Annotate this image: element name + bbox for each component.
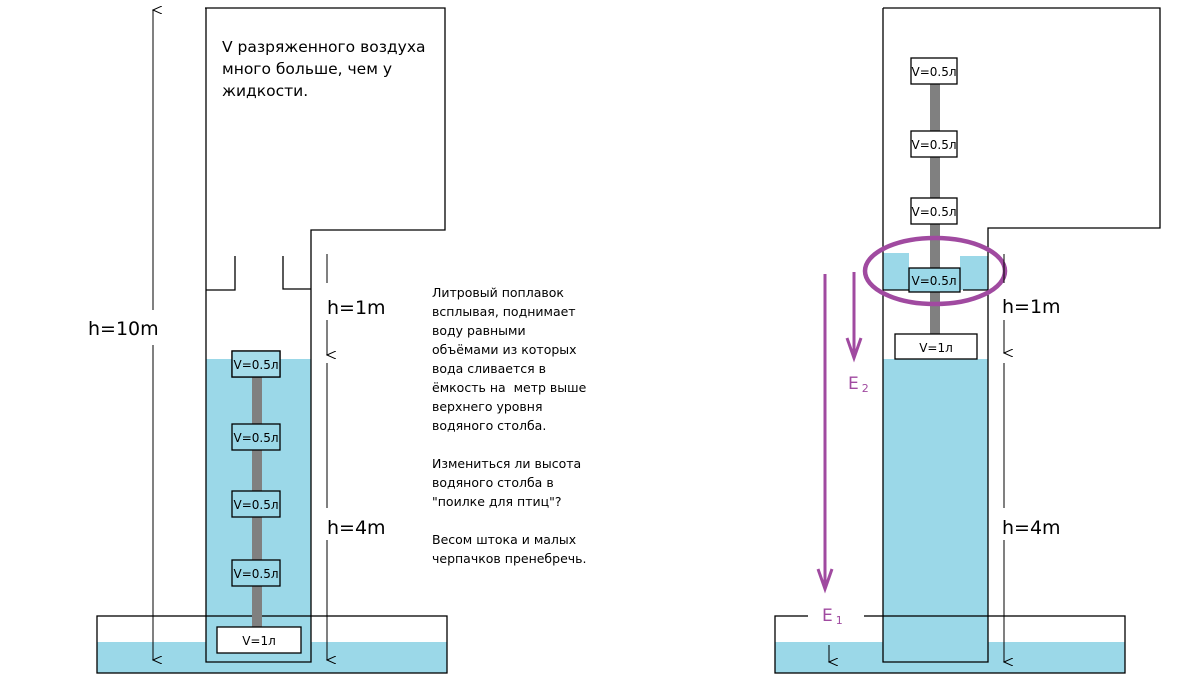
right-float: [894, 333, 978, 360]
highlight-ellipse: [862, 235, 1008, 307]
left-cup-label: V=0.5л: [233, 498, 278, 512]
right-vessel: [882, 7, 1161, 663]
height-label-10m: h=10m: [88, 318, 159, 340]
text-line: воду равными: [432, 323, 526, 338]
left-cup-2-bg: [232, 424, 280, 450]
text-line: Измениться ли высота: [432, 456, 582, 471]
energy-letter: E: [848, 374, 859, 394]
energy-letter: E: [822, 606, 833, 626]
left-apparatus: V=0.5л V=0.5л V=0.5л V=0.5л V=1л h=10m h…: [88, 7, 448, 674]
height-label-4m: h=4m: [327, 517, 386, 539]
height-label-4m-right: h=4m: [1002, 517, 1061, 539]
right-cup-2: [910, 130, 958, 158]
text-line: ёмкость на метр выше: [432, 380, 587, 395]
left-cup-1-border: [231, 350, 281, 378]
right-float-label: V=1л: [919, 341, 953, 355]
left-cup-3-bg: [232, 491, 280, 517]
left-vessel: [205, 7, 446, 663]
right-cup-4: [908, 267, 961, 293]
left-tank: [96, 615, 448, 674]
right-cup-label: V=0.5л: [911, 65, 956, 79]
text-line: Весом штока и малых: [432, 532, 577, 547]
text-line: водяного столба в: [432, 475, 554, 490]
height-label-1m: h=1m: [327, 297, 386, 319]
right-cup-4-bg: [909, 268, 960, 292]
right-cup-3: [910, 197, 958, 225]
left-cup-label: V=0.5л: [233, 358, 278, 372]
left-cup-2: [231, 423, 281, 451]
note-line: жидкости.: [222, 82, 309, 100]
left-cup-label: V=0.5л: [233, 431, 278, 445]
problem-description: Литровый поплавок всплывая, поднимает во…: [432, 283, 587, 568]
energy-subscript: 2: [862, 382, 869, 395]
right-cup-1: [910, 57, 958, 85]
right-cup-label: V=0.5л: [911, 138, 956, 152]
text-line: всплывая, поднимает: [432, 304, 576, 319]
text-line: черпачков пренебречь.: [432, 551, 587, 566]
energy-arrow-e1-head: [816, 568, 834, 594]
energy-arrow-e2-head: [845, 337, 863, 363]
left-cup-3: [231, 490, 281, 518]
text-line: водяного столба.: [432, 418, 547, 433]
left-float-label: V=1л: [242, 634, 276, 648]
note-line: V разряженного воздуха: [222, 38, 426, 56]
energy-subscript: 1: [836, 614, 843, 627]
note-line: много больше, чем у: [222, 60, 393, 78]
left-float: [216, 626, 302, 654]
text-line: "поилке для птиц"?: [432, 494, 562, 509]
e1-label-bg: [808, 600, 864, 630]
air-volume-note: V разряженного воздуха много больше, чем…: [222, 36, 426, 102]
left-cup-label: V=0.5л: [233, 567, 278, 581]
right-upper-water-right: [960, 256, 988, 290]
spacer: [432, 435, 587, 454]
left-cup-4-bg: [232, 560, 280, 586]
text-line: верхнего уровня: [432, 399, 543, 414]
spacer: [432, 511, 587, 530]
right-cup-label: V=0.5л: [911, 274, 956, 288]
right-tank: [774, 615, 1126, 674]
right-cup-label: V=0.5л: [911, 205, 956, 219]
text-line: Литровый поплавок: [432, 285, 564, 300]
left-cup-1-bg: [232, 351, 280, 377]
right-upper-water-left: [883, 253, 909, 290]
left-overflow-steps: [206, 256, 311, 291]
left-cups: V=0.5л V=0.5л V=0.5л V=0.5л: [231, 350, 281, 587]
text-line: вода сливается в: [432, 361, 547, 376]
left-cup-4: [231, 559, 281, 587]
height-label-1m-right: h=1m: [1002, 296, 1061, 318]
text-line: объёмами из которых: [432, 342, 577, 357]
right-column-water: [883, 359, 988, 662]
